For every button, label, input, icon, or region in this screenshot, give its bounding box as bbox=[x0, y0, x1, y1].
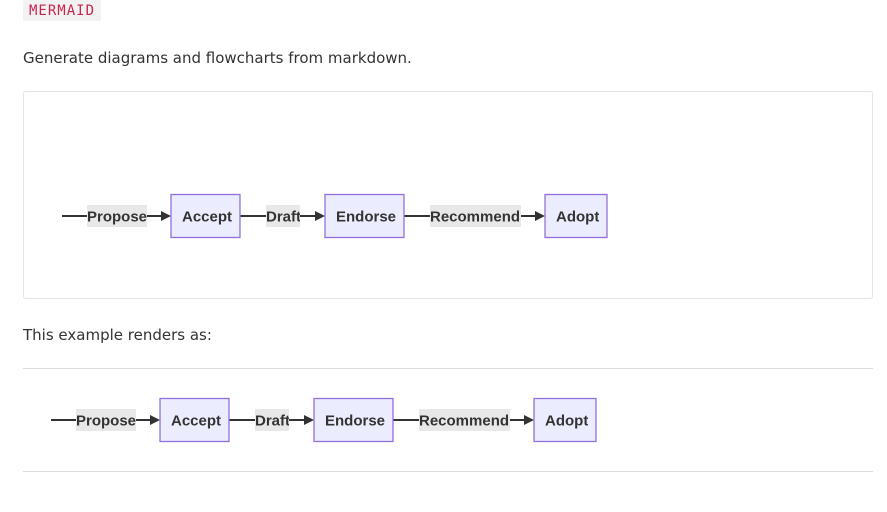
edge-label-background bbox=[419, 409, 510, 431]
node-box-endorse bbox=[324, 193, 405, 239]
flowchart-diagram-preview: Propose Draft Recommend Accept Endorse Adopt bbox=[62, 193, 608, 239]
node-label-accept: Accept bbox=[171, 413, 221, 430]
edge-label-background bbox=[87, 205, 147, 227]
edge-arrowhead bbox=[315, 211, 325, 221]
edge-label-recommend: Recommend bbox=[430, 209, 520, 226]
intro-paragraph: Generate diagrams and flowcharts from ma… bbox=[23, 49, 412, 67]
edge-label-draft: Draft bbox=[255, 413, 290, 430]
node-label-adopt: Adopt bbox=[545, 413, 588, 430]
edge-label-background bbox=[255, 409, 289, 431]
edge-label-background bbox=[430, 205, 521, 227]
edge-arrowhead bbox=[150, 415, 160, 425]
bottom-group: Propose Draft Recommend Accept Endorse Adopt bbox=[51, 397, 597, 443]
node-box-adopt bbox=[544, 193, 608, 239]
edge-label-background bbox=[266, 205, 300, 227]
renders-as-paragraph: This example renders as: bbox=[23, 326, 212, 344]
flowchart-diagram-rendered: Propose Draft Recommend Accept Endorse Adopt bbox=[51, 397, 597, 443]
node-box-accept bbox=[159, 397, 230, 443]
edge-arrowhead bbox=[535, 211, 545, 221]
edge-label-background bbox=[76, 409, 136, 431]
diagram-render-area: Propose Draft Recommend Accept Endorse Adopt bbox=[23, 368, 873, 472]
node-label-endorse: Endorse bbox=[336, 209, 396, 226]
edge-arrowhead bbox=[304, 415, 314, 425]
node-box-accept bbox=[170, 193, 241, 239]
node-box-adopt bbox=[533, 397, 597, 443]
diagram-preview-box: Propose Draft Recommend Accept Endorse Adopt bbox=[23, 91, 873, 299]
node-box-endorse bbox=[313, 397, 394, 443]
edge-label-propose: Propose bbox=[87, 209, 147, 226]
node-label-adopt: Adopt bbox=[556, 209, 599, 226]
edge-label-recommend: Recommend bbox=[419, 413, 509, 430]
edge-label-propose: Propose bbox=[76, 413, 136, 430]
node-label-accept: Accept bbox=[182, 209, 232, 226]
code-language-badge: MERMAID bbox=[23, 0, 102, 21]
edge-arrowhead bbox=[161, 211, 171, 221]
top-group: Propose Draft Recommend Accept Endorse Adopt bbox=[62, 193, 608, 239]
node-label-endorse: Endorse bbox=[325, 413, 385, 430]
edge-label-draft: Draft bbox=[266, 209, 301, 226]
edge-arrowhead bbox=[524, 415, 534, 425]
